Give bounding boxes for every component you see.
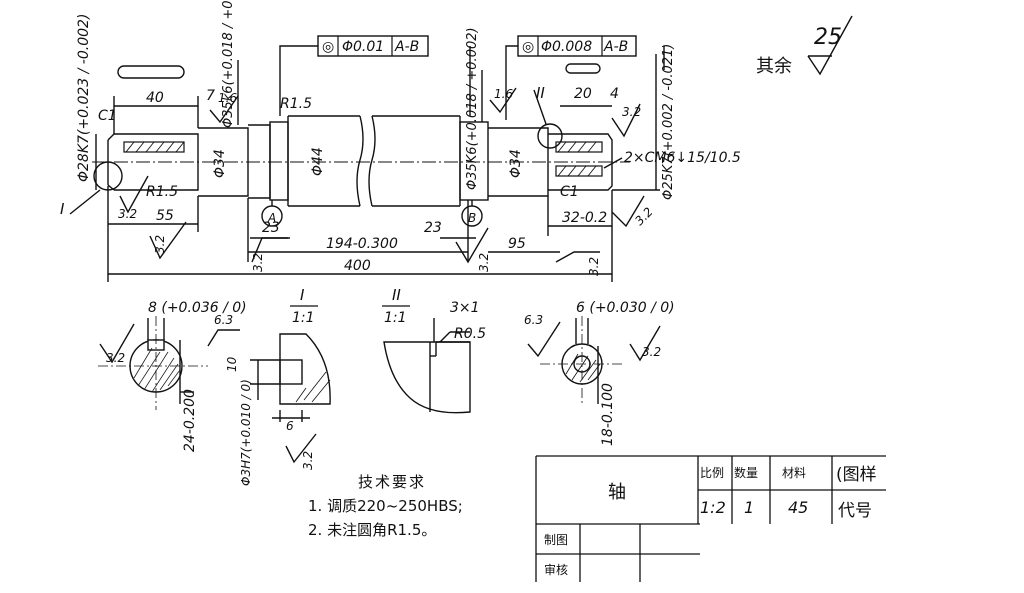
roughness-symbols bbox=[119, 15, 853, 264]
detail-i bbox=[250, 333, 331, 464]
ra-32-b: 3.2 bbox=[153, 235, 167, 254]
keyway-right-depth: 18-0.100 bbox=[600, 383, 616, 446]
detail-i-dim10: 10 bbox=[225, 356, 239, 372]
dim-len-400: 400 bbox=[344, 258, 371, 274]
svg-text:Φ0.01: Φ0.01 bbox=[342, 39, 384, 55]
part-name: 轴 bbox=[608, 482, 626, 503]
section-right-keyway bbox=[527, 316, 661, 404]
header-drawing-no: (图样 bbox=[836, 465, 877, 485]
detail-ii-radius: R0.5 bbox=[454, 326, 486, 342]
concentricity-icon: ◎ bbox=[322, 39, 334, 55]
notes-title: 技术要求 bbox=[358, 473, 427, 491]
keyway-right-width: 6 (+0.030 / 0) bbox=[576, 300, 675, 316]
keyseat-slot-left bbox=[117, 65, 185, 79]
dim-r15-bottom: R1.5 bbox=[146, 184, 178, 200]
ra-32-e: 3.2 bbox=[587, 257, 601, 276]
dim-thread: 2×CM6↓15/10.5 bbox=[624, 150, 741, 166]
datum-b-label: B bbox=[468, 211, 476, 225]
ra-16-a: 1.6 bbox=[218, 91, 237, 105]
label-checked: 审核 bbox=[544, 563, 569, 577]
header-qty: 数量 bbox=[734, 466, 759, 480]
notes-line-1: 1. 调质220~250HBS; bbox=[308, 497, 463, 515]
dim-c1-right: C1 bbox=[560, 184, 579, 200]
detail-circle-ii bbox=[537, 123, 563, 149]
detail-i-scale: 1:1 bbox=[292, 310, 315, 326]
datum-a-label: A bbox=[267, 211, 276, 225]
title-block-frame bbox=[535, 455, 886, 582]
value-scale: 1:2 bbox=[700, 498, 726, 517]
detail-ii-chamfer: 3×1 bbox=[450, 300, 480, 316]
dim-len-4: 4 bbox=[610, 86, 619, 102]
svg-text:A-B: A-B bbox=[603, 39, 628, 55]
dim-c1-left: C1 bbox=[98, 108, 117, 124]
ra-16-b: 1.6 bbox=[494, 87, 513, 101]
ra-32-a: 3.2 bbox=[118, 207, 137, 221]
ra-63-left: 6.3 bbox=[214, 313, 233, 327]
ra-63-right: 6.3 bbox=[524, 313, 543, 327]
detail-ii-scale: 1:1 bbox=[384, 310, 407, 326]
svg-text:A-B: A-B bbox=[394, 39, 419, 55]
ra-32-section-right: 3.2 bbox=[642, 345, 661, 359]
dim-d44: Φ44 bbox=[310, 147, 326, 176]
dim-len-55: 55 bbox=[156, 208, 174, 224]
detail-i-title: I bbox=[300, 286, 305, 304]
detail-ii-title: II bbox=[392, 286, 401, 304]
dim-len-32: 32-0.2 bbox=[562, 210, 607, 226]
dim-len-23a: 23 bbox=[262, 220, 280, 236]
ra-32-d: 3.2 bbox=[477, 253, 491, 272]
dim-d34-right: Φ34 bbox=[508, 149, 524, 178]
keyseat-slot-right bbox=[565, 63, 601, 74]
dim-d-left-end: Φ28K7(+0.023 / -0.002) bbox=[76, 14, 92, 182]
keyway-left-width: 8 (+0.036 / 0) bbox=[148, 300, 247, 316]
dim-r15-top: R1.5 bbox=[280, 96, 312, 112]
ra-32-g: 3.2 bbox=[632, 205, 655, 228]
dim-len-20: 20 bbox=[574, 86, 592, 102]
title-block: 轴 比例 数量 材料 (图样 1:2 1 45 代号 制图 审核 bbox=[536, 456, 886, 582]
label-drawn: 制图 bbox=[544, 533, 569, 547]
shaft-outline bbox=[107, 115, 613, 207]
detail-ii bbox=[383, 318, 471, 414]
ra-32-c: 3.2 bbox=[251, 253, 265, 272]
dim-d-right-end: Φ25K7(+0.002 / -0.021) bbox=[661, 44, 676, 200]
view-ii-marker: II bbox=[536, 84, 545, 102]
dim-d-bearing-right: Φ35K6(+0.018 / +0.002) bbox=[465, 27, 480, 190]
ra-7: 7 bbox=[206, 88, 215, 104]
value-code: 代号 bbox=[838, 501, 872, 521]
detail-i-hole: Φ3H7(+0.010 / 0) bbox=[239, 379, 253, 486]
technical-notes: 技术要求 1. 调质220~250HBS; 2. 未注圆角R1.5。 bbox=[308, 470, 463, 542]
dim-len-95: 95 bbox=[508, 236, 526, 252]
dim-len-40: 40 bbox=[146, 90, 164, 106]
detail-i-dim6: 6 bbox=[286, 419, 294, 433]
ra-rest-value: 25 bbox=[814, 25, 842, 50]
value-material: 45 bbox=[788, 498, 809, 517]
section-left-keyway bbox=[98, 316, 240, 410]
keyway-left-depth: 24-0.200 bbox=[182, 389, 198, 452]
ra-32-f: 3.2 bbox=[622, 105, 641, 119]
notes-line-2: 2. 未注圆角R1.5。 bbox=[308, 521, 437, 539]
dim-len-194: 194-0.300 bbox=[326, 236, 398, 252]
header-scale: 比例 bbox=[700, 466, 725, 480]
dim-d-bearing-left: Φ35k6(+0.018 / +0.002) bbox=[221, 0, 236, 128]
tolerance-frame-left: ◎ Φ0.01 A-B bbox=[317, 35, 429, 57]
header-material: 材料 bbox=[782, 466, 807, 480]
ra-rest-label: 其余 bbox=[756, 56, 792, 77]
dim-len-23b: 23 bbox=[424, 220, 442, 236]
ra-32-detail-i: 3.2 bbox=[301, 451, 315, 470]
concentricity-icon: ◎ bbox=[522, 39, 534, 55]
view-i-marker: I bbox=[60, 200, 65, 218]
ra-32-section-left: 3.2 bbox=[106, 351, 125, 365]
detail-circle-i bbox=[93, 161, 123, 191]
dim-d34-left: Φ34 bbox=[212, 149, 228, 178]
tolerance-frame-right: ◎ Φ0.008 A-B bbox=[517, 35, 637, 57]
value-qty: 1 bbox=[744, 498, 755, 517]
svg-text:Φ0.008: Φ0.008 bbox=[541, 39, 592, 55]
